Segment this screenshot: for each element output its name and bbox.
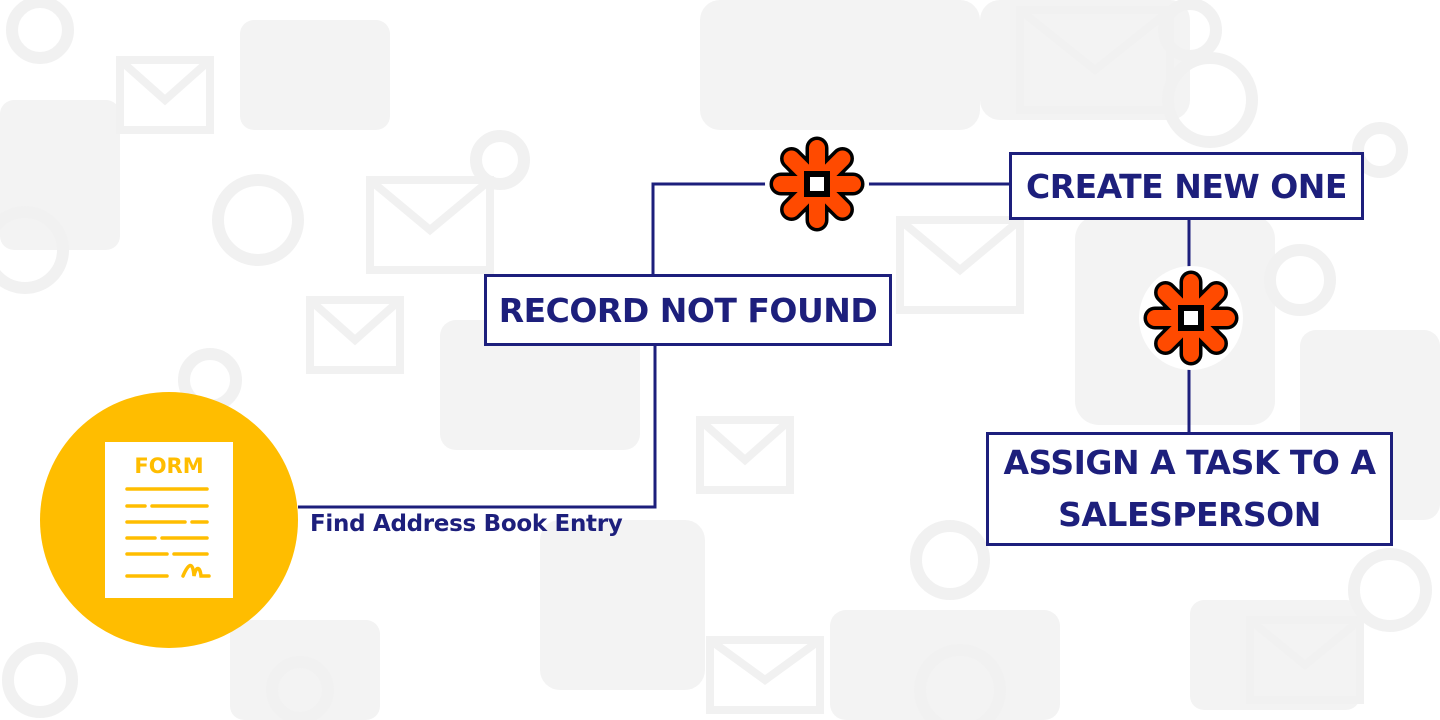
edge-label-find-entry: Find Address Book Entry — [310, 511, 623, 537]
node-assign-task: ASSIGN A TASK TO A SALESPERSON — [986, 432, 1393, 546]
edge-form-to-record — [298, 346, 657, 509]
zapier-asterisk-icon — [765, 132, 869, 236]
node-record-not-found: RECORD NOT FOUND — [484, 274, 892, 346]
edge-record-to-zap — [651, 182, 775, 274]
form-document-icon: FORM — [105, 442, 233, 598]
form-lines — [125, 487, 211, 578]
zapier-asterisk-icon — [1139, 266, 1243, 370]
node-create-new-one: CREATE NEW ONE — [1009, 152, 1364, 220]
form-label: FORM — [134, 454, 204, 478]
